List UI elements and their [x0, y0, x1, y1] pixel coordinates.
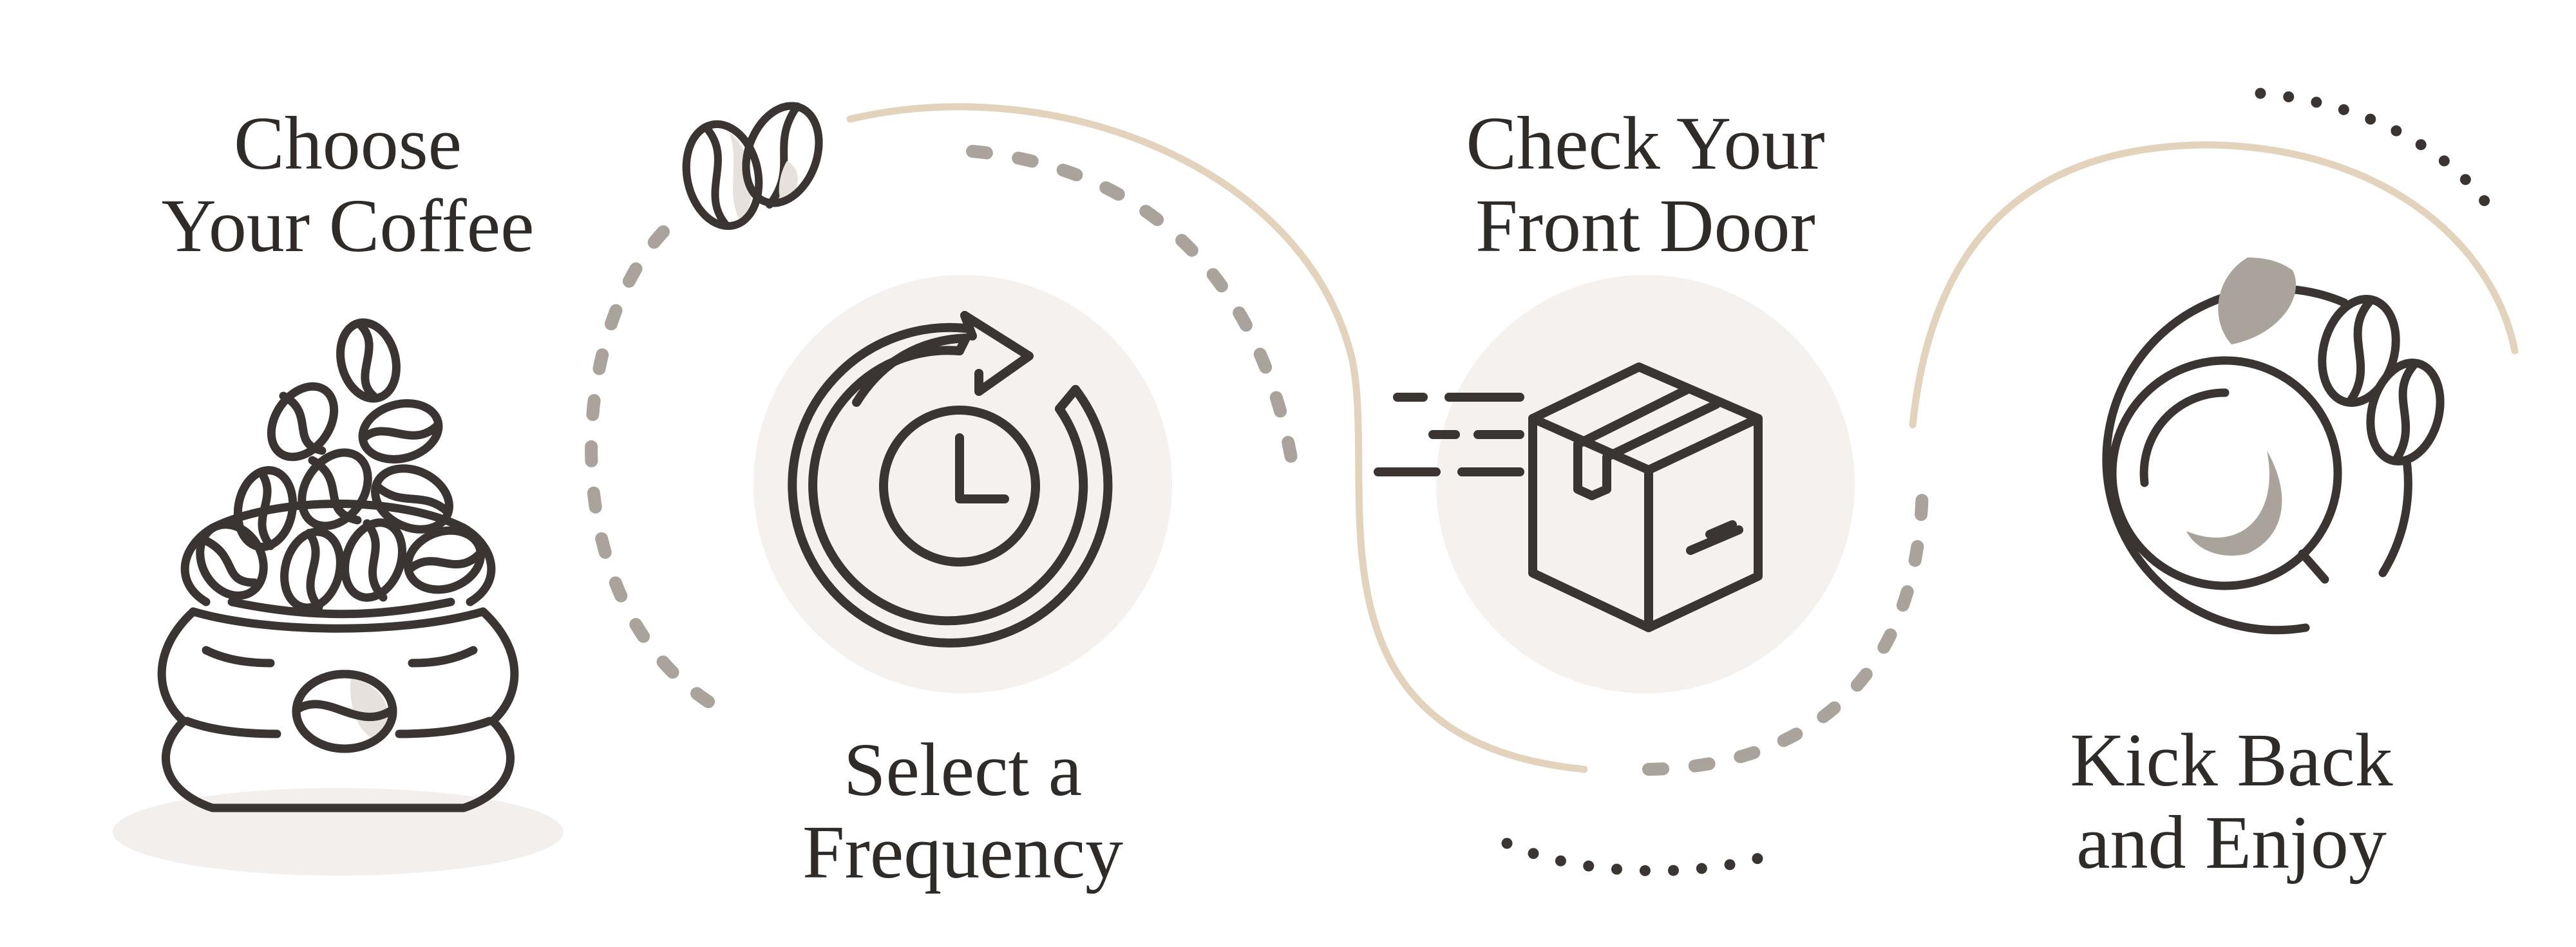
sack-beans: [196, 318, 486, 612]
step-3-title-line-1: Check Your: [1466, 101, 1824, 185]
delivery-box-icon: [1528, 362, 1763, 632]
dashed-arc-step-3: [1642, 464, 1929, 776]
floating-beans-icon: [682, 102, 823, 230]
coffee-sack-icon: [157, 318, 519, 812]
step-1-title-line-2: Your Coffee: [161, 183, 534, 268]
dashed-ring-step-2: [585, 225, 715, 708]
tan-arc-top-right: [1909, 141, 2519, 429]
recurring-clock-icon: [788, 311, 1113, 648]
step-4-title-line-1: Kick Back: [2070, 718, 2392, 802]
sack-emblem-bean: [292, 670, 397, 753]
connector-arcs: [585, 88, 2519, 877]
step-2-title-line-2: Frequency: [802, 810, 1123, 894]
tan-arc-connector: [846, 103, 1588, 773]
step-2-title-line-1: Select a: [844, 727, 1082, 812]
sack-shadow: [113, 788, 564, 876]
step-3-title-line-2: Front Door: [1475, 183, 1815, 268]
coffee-cup-icon: [2102, 258, 2445, 635]
dashed-arc-step-2-top: [966, 145, 1301, 483]
dotted-arc-bottom: [1501, 838, 1790, 877]
step-1-title-line-1: Choose: [234, 101, 462, 185]
speed-lines-icon: [1374, 393, 1524, 476]
step-4-title-line-2: and Enjoy: [2076, 800, 2387, 885]
